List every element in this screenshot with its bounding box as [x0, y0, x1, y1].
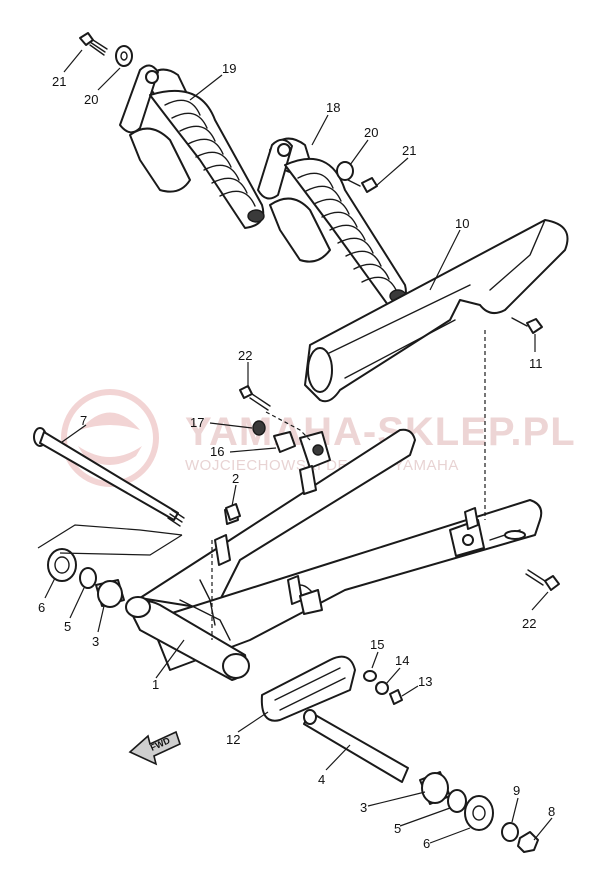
callout-16: 16 [210, 444, 224, 459]
callout-17: 17 [190, 415, 204, 430]
washer-5-right [447, 789, 467, 813]
callout-13: 13 [418, 674, 432, 689]
washer-14 [375, 681, 389, 695]
callout-8: 8 [548, 804, 555, 819]
callout-5-left: 5 [64, 619, 71, 634]
leader-lines [44, 49, 553, 844]
oil-seal-6-left [47, 548, 77, 582]
shaft-4 [303, 709, 409, 783]
callout-7: 7 [80, 413, 87, 428]
callout-22-upper: 22 [238, 348, 252, 363]
callout-3-right: 3 [360, 800, 367, 815]
callout-2: 2 [232, 471, 239, 486]
bolt-11 [511, 317, 543, 334]
callout-5-right: 5 [394, 821, 401, 836]
callout-6-right: 6 [423, 836, 430, 851]
oil-seal-6-right [464, 795, 494, 831]
bushing-3-left [95, 579, 125, 608]
bushing-3-right [419, 771, 451, 805]
bracket-16 [273, 431, 331, 469]
callout-14: 14 [395, 653, 409, 668]
chain-guide-12 [260, 655, 356, 722]
pivot-shaft-7 [33, 427, 185, 527]
bolt-21-middle [347, 177, 378, 193]
washer-20-upper-left [115, 45, 133, 67]
washer-9 [501, 822, 519, 842]
callout-22-lower: 22 [522, 616, 536, 631]
callout-11: 11 [529, 356, 543, 371]
callout-20-upper: 20 [84, 92, 98, 107]
callout-21-middle: 21 [402, 143, 416, 158]
washer-5-left [79, 567, 97, 589]
screw-13 [389, 689, 403, 705]
rear-shock-absorber-18 [257, 137, 407, 306]
callout-15: 15 [370, 637, 384, 652]
callout-6-left: 6 [38, 600, 45, 615]
bolt-21-upper-left [79, 32, 108, 56]
callout-12: 12 [226, 732, 240, 747]
bolt-22-lower [525, 569, 560, 591]
callout-19: 19 [222, 61, 236, 76]
collar-15 [363, 670, 377, 682]
nut-8 [517, 831, 539, 853]
chain-case-10 [304, 219, 569, 403]
callout-4: 4 [318, 772, 325, 787]
washer-20-middle [336, 161, 354, 181]
bolt-22-upper [239, 385, 271, 411]
callout-labels: 21 20 19 18 20 21 10 11 22 17 16 7 2 6 5… [38, 61, 555, 851]
callout-9: 9 [513, 783, 520, 798]
callout-1: 1 [152, 677, 159, 692]
rear-shock-absorber-19 [119, 64, 265, 229]
forward-arrow-icon: FWD [128, 730, 181, 766]
callout-21-upper: 21 [52, 74, 66, 89]
callout-3-left: 3 [92, 634, 99, 649]
callout-20-middle: 20 [364, 125, 378, 140]
callout-18: 18 [326, 100, 340, 115]
rear-arm-1 [125, 330, 543, 681]
callout-10: 10 [455, 216, 469, 231]
clip-17 [252, 420, 266, 436]
watermark-logo-icon [61, 389, 159, 487]
